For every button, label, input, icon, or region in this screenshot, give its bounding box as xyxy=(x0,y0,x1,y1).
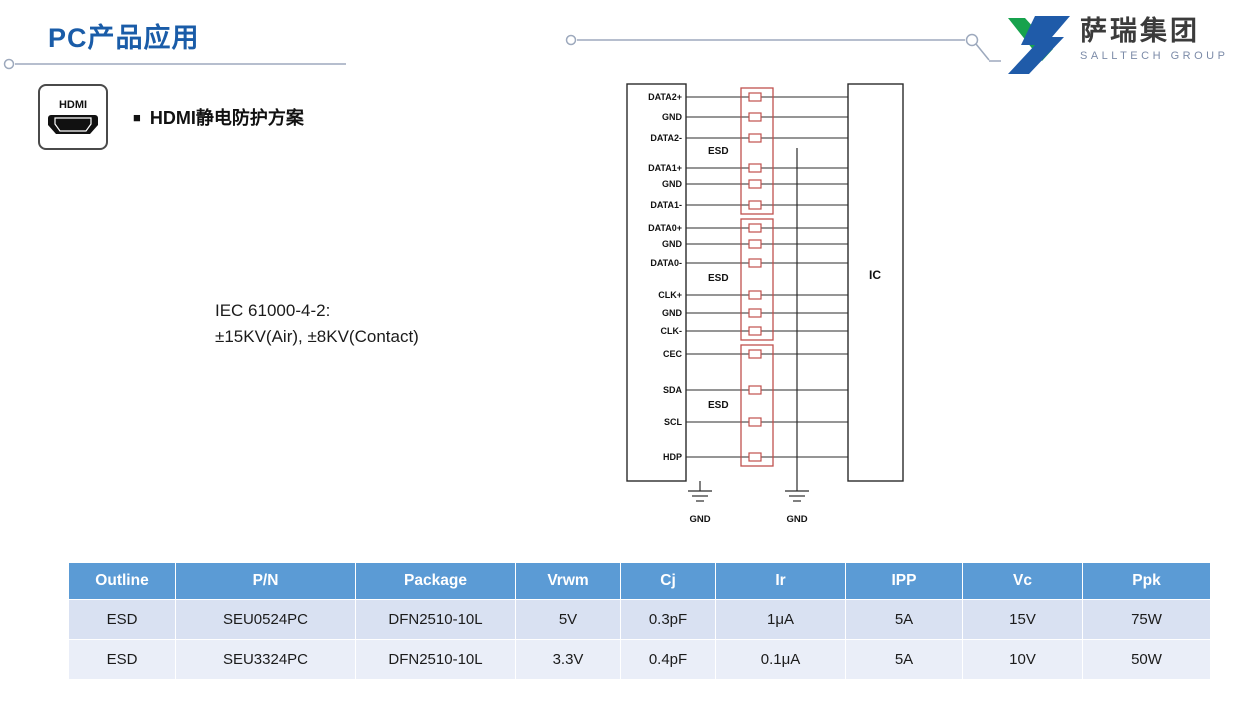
pin-label: DATA0- xyxy=(650,258,682,268)
column-header: P/N xyxy=(175,562,356,600)
pin-label: DATA2+ xyxy=(648,92,682,102)
column-header: Ppk xyxy=(1082,562,1211,600)
gnd-label: GND xyxy=(786,514,807,525)
hdmi-icon: HDMI xyxy=(38,84,108,150)
table-cell: 5A xyxy=(845,639,963,680)
logo: 萨瑞集团 SALLTECH GROUP xyxy=(1008,16,1228,74)
esd-label: ESD xyxy=(708,400,729,411)
table-cell: DFN2510-10L xyxy=(355,639,516,680)
esd-cells xyxy=(748,92,762,462)
signal-lines xyxy=(686,96,848,458)
table-cell: 15V xyxy=(962,599,1083,640)
page-title: PC产品应用 xyxy=(48,23,200,53)
table-cell: 1μA xyxy=(715,599,846,640)
logo-subtitle: SALLTECH GROUP xyxy=(1080,50,1229,63)
column-header: Vc xyxy=(962,562,1083,600)
iec-line-1: IEC 61000-4-2: xyxy=(215,301,331,320)
section-heading-text: HDMI静电防护方案 xyxy=(149,108,304,128)
pin-label: DATA1- xyxy=(650,200,682,210)
pin-label: GND xyxy=(662,179,683,189)
esd-array-boxes xyxy=(740,87,774,467)
esd-label: ESD xyxy=(708,146,729,157)
logo-text: 萨瑞集团 xyxy=(1080,16,1200,46)
column-header: Outline xyxy=(68,562,176,600)
column-header: Vrwm xyxy=(515,562,621,600)
table-cell: 0.1μA xyxy=(715,639,846,680)
column-header: IPP xyxy=(845,562,963,600)
pin-label: HDP xyxy=(663,452,682,462)
hdmi-connector-box xyxy=(626,83,687,482)
circuit-diagram: DATA2+ GND DATA2- DATA1+ GND DATA1- DATA… xyxy=(626,83,904,525)
table-cell: DFN2510-10L xyxy=(355,599,516,640)
table-cell: 0.4pF xyxy=(620,639,716,680)
pin-label: GND xyxy=(662,239,683,249)
logo-icon xyxy=(1008,16,1070,74)
table-cell: SEU3324PC xyxy=(175,639,356,680)
table-row: ESD SEU3324PC DFN2510-10L 3.3V 0.4pF 0.1… xyxy=(68,639,1211,680)
table-header-row: Outline P/N Package Vrwm Cj Ir IPP Vc Pp… xyxy=(68,562,1211,600)
table-cell: 0.3pF xyxy=(620,599,716,640)
pin-label: GND xyxy=(662,112,683,122)
hdmi-connector-icon xyxy=(48,114,98,134)
bullet-icon: ■ xyxy=(133,109,141,125)
table-cell: SEU0524PC xyxy=(175,599,356,640)
table-cell: ESD xyxy=(68,639,176,680)
table-cell: 75W xyxy=(1082,599,1211,640)
table-cell: 10V xyxy=(962,639,1083,680)
pin-label: SDA xyxy=(663,385,683,395)
gnd-label: GND xyxy=(689,514,710,525)
table-cell: 5A xyxy=(845,599,963,640)
column-header: Cj xyxy=(620,562,716,600)
table-cell: 50W xyxy=(1082,639,1211,680)
pin-label: DATA2- xyxy=(650,133,682,143)
section-heading: ■ HDMI静电防护方案 xyxy=(133,104,304,130)
hdmi-icon-label: HDMI xyxy=(58,98,88,111)
table-row: ESD SEU0524PC DFN2510-10L 5V 0.3pF 1μA 5… xyxy=(68,599,1211,640)
table-cell: ESD xyxy=(68,599,176,640)
pin-label: CLK- xyxy=(661,326,683,336)
pin-label: SCL xyxy=(664,417,683,427)
parameter-table: Outline P/N Package Vrwm Cj Ir IPP Vc Pp… xyxy=(68,562,1211,680)
pin-label: DATA1+ xyxy=(648,163,682,173)
ic-label: IC xyxy=(869,268,881,282)
ground-wires xyxy=(688,148,809,502)
pin-label: GND xyxy=(662,308,683,318)
table-cell: 5V xyxy=(515,599,621,640)
column-header: Ir xyxy=(715,562,846,600)
pin-label: CEC xyxy=(663,349,683,359)
esd-label: ESD xyxy=(708,273,729,284)
column-header: Package xyxy=(355,562,516,600)
ic-box xyxy=(847,83,904,482)
iec-note: IEC 61000-4-2: ±15KV(Air), ±8KV(Contact) xyxy=(215,298,419,351)
pin-label: CLK+ xyxy=(658,290,682,300)
table-cell: 3.3V xyxy=(515,639,621,680)
iec-line-2: ±15KV(Air), ±8KV(Contact) xyxy=(215,327,419,347)
pin-label: DATA0+ xyxy=(648,223,682,233)
